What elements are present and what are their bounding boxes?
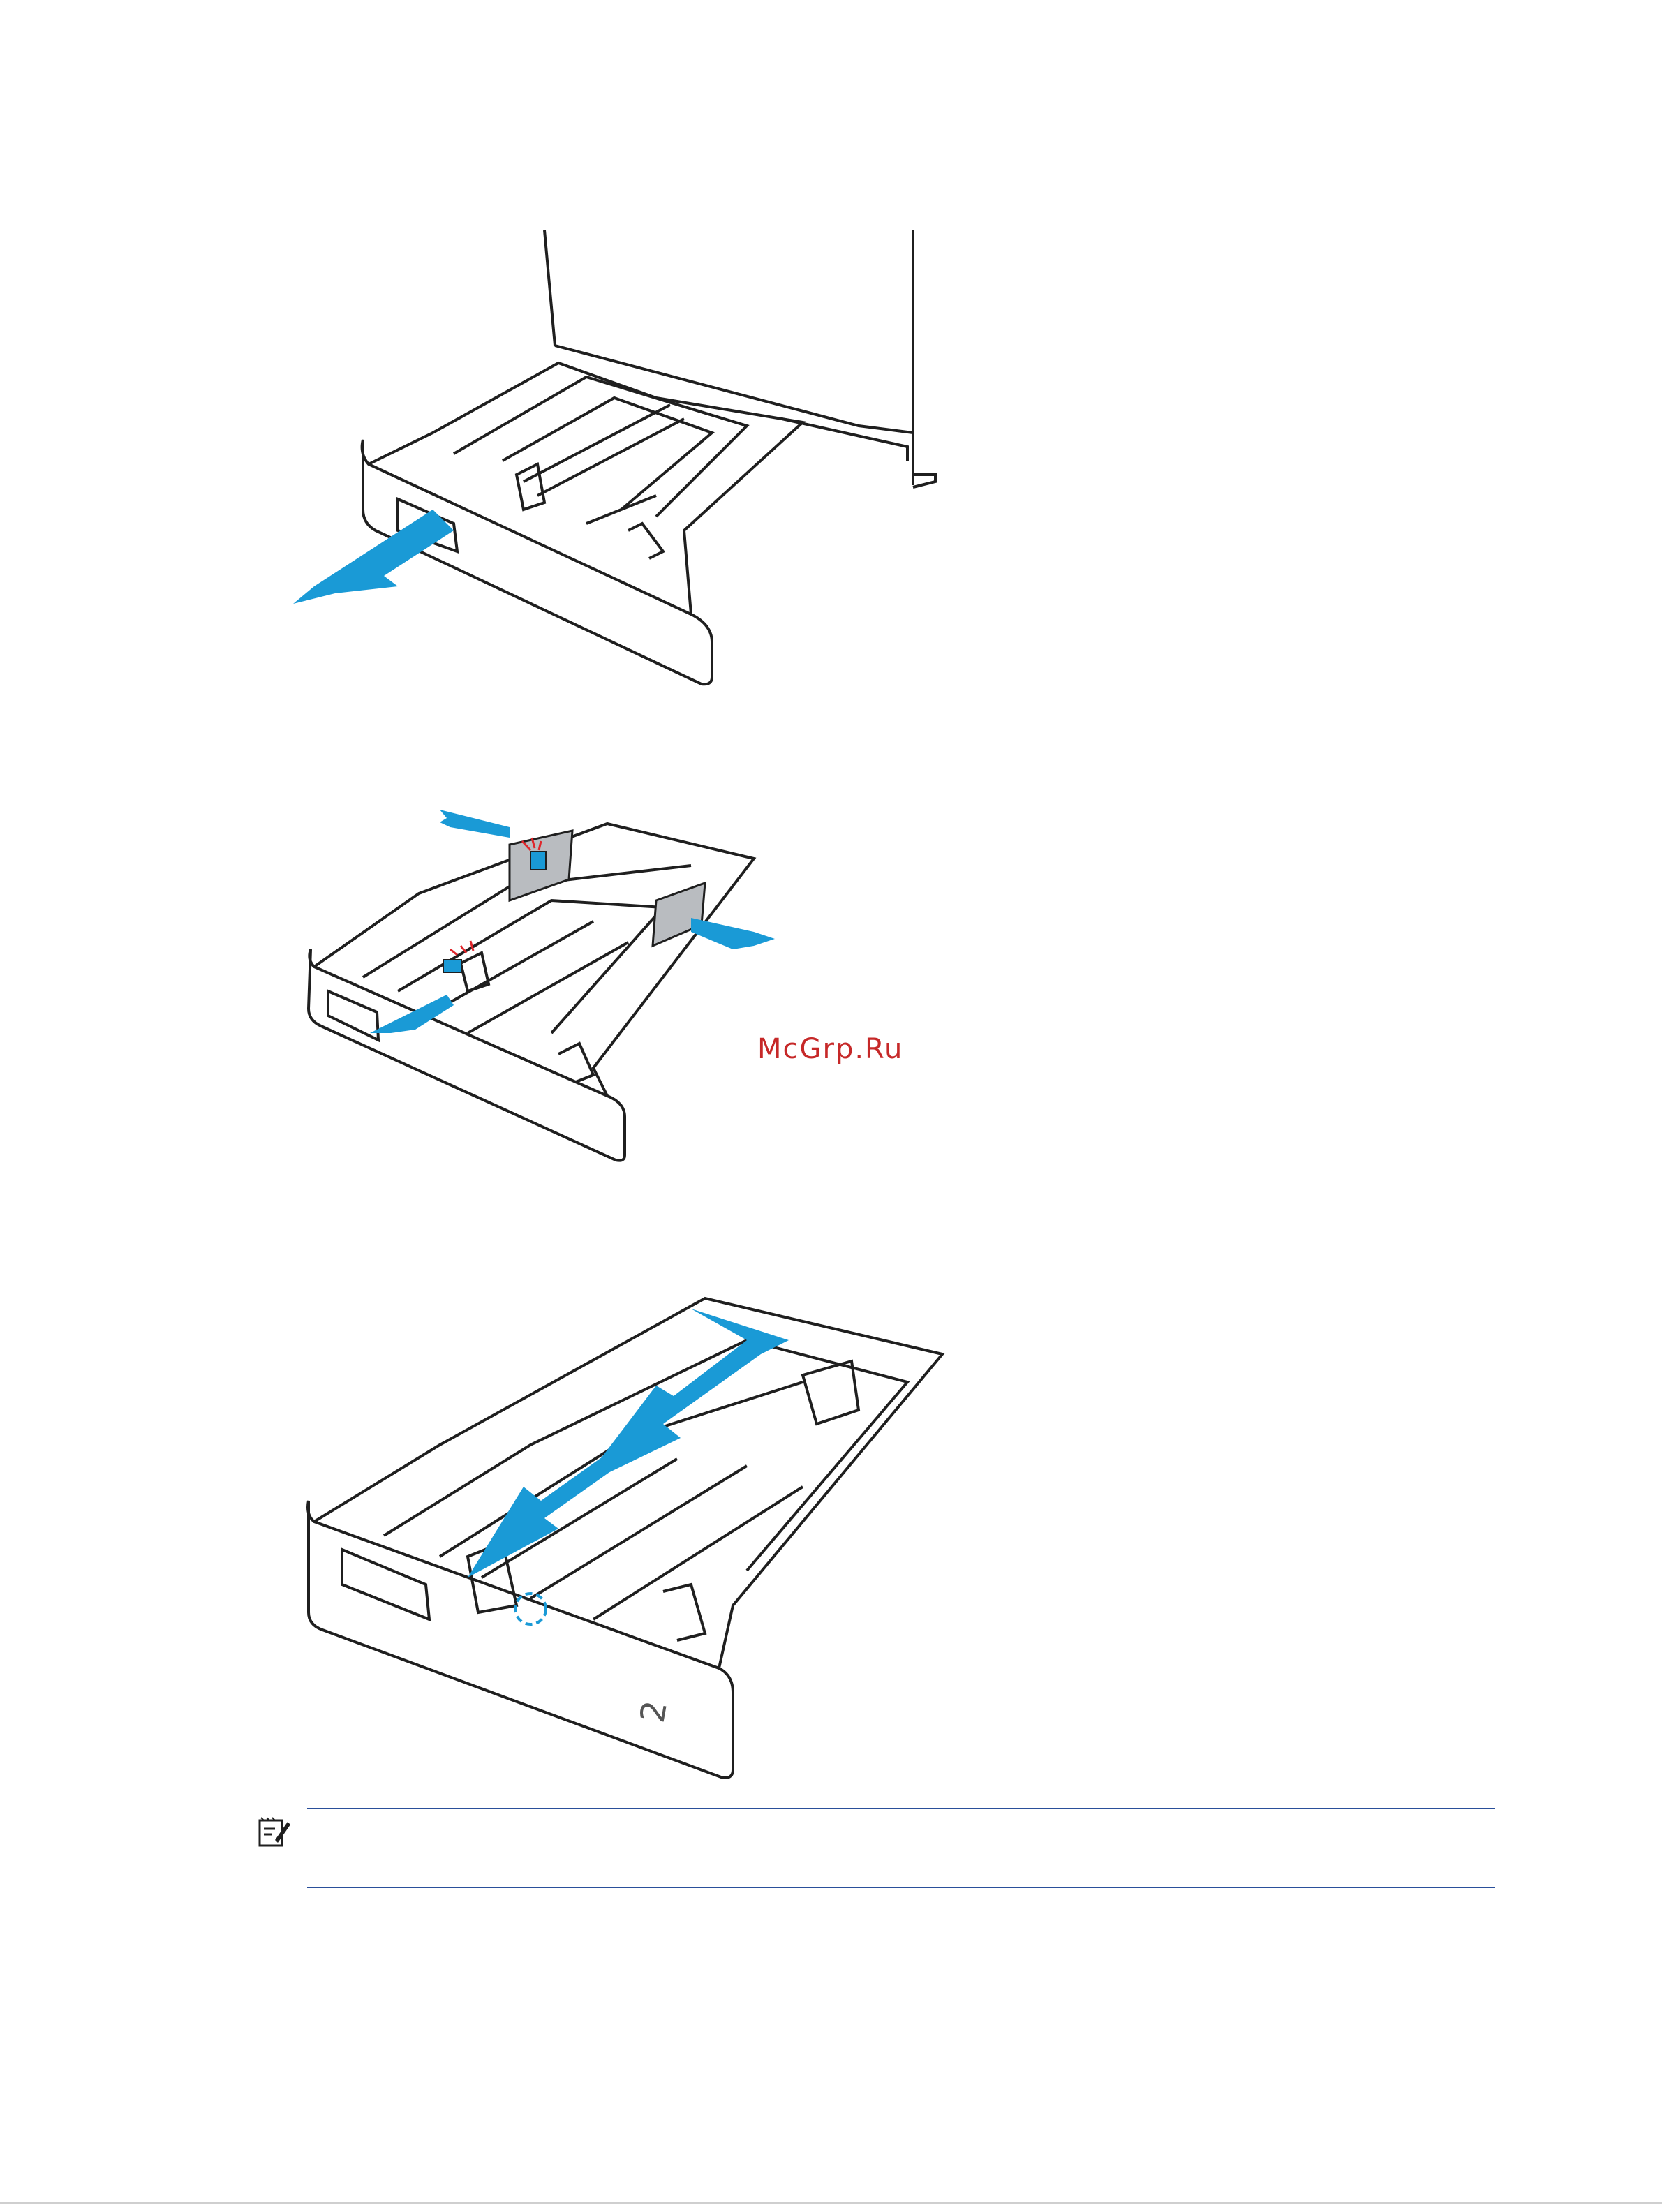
release-lever-top xyxy=(530,852,546,870)
printer-body xyxy=(544,230,935,487)
figure-tray-adjust-length-guide: 2 xyxy=(300,1277,956,1787)
footer-marks xyxy=(0,2202,1662,2212)
tray-outline-3 xyxy=(308,1298,942,1778)
note-top-rule xyxy=(307,1808,1495,1809)
tray-number-label: 2 xyxy=(633,1698,675,1725)
arrow-left-icon xyxy=(440,810,510,838)
width-guide-right xyxy=(653,883,705,946)
arrow-right-icon xyxy=(691,918,775,949)
figure-tray-pull-out xyxy=(293,223,963,698)
note-icon xyxy=(257,1815,290,1848)
watermark: McGrp.Ru xyxy=(757,1033,903,1065)
note-bottom-rule xyxy=(307,1887,1495,1888)
arrow-front-icon xyxy=(370,995,454,1033)
release-lever-bottom xyxy=(443,960,461,972)
figure-tray-adjust-width-guides xyxy=(300,803,789,1180)
